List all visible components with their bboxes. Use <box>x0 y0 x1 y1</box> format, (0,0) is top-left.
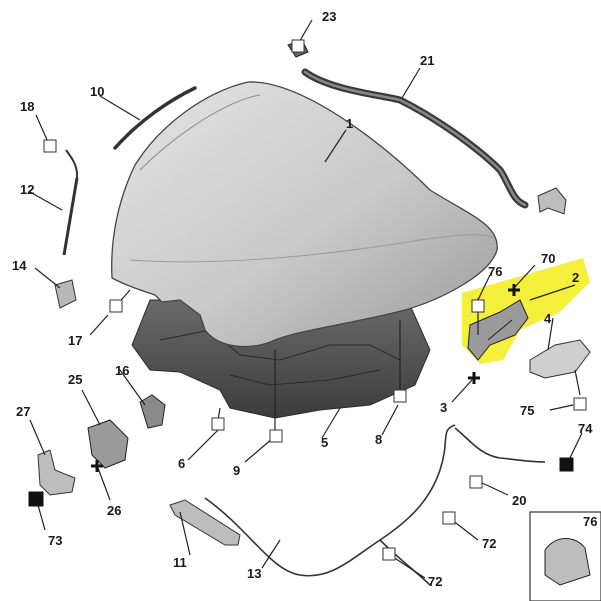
small-bracket <box>139 394 166 429</box>
release-cable <box>204 424 456 577</box>
callout-2: 2 <box>572 270 579 285</box>
callout-3: 3 <box>440 400 447 415</box>
bonnet-crease <box>129 234 496 263</box>
inset-part <box>544 538 591 586</box>
safety-catch <box>37 449 76 496</box>
callout-21: 21 <box>420 53 434 68</box>
plus-markers <box>91 284 520 472</box>
callout-75: 75 <box>520 403 534 418</box>
callout-26: 26 <box>107 503 121 518</box>
callout-25: 25 <box>68 372 82 387</box>
callout-10: 10 <box>90 84 104 99</box>
reference-boxes <box>28 39 587 561</box>
release-cable-2 <box>379 539 431 586</box>
callout-4: 4 <box>544 311 552 326</box>
callout-74: 74 <box>578 421 593 436</box>
callout-73: 73 <box>48 533 62 548</box>
callout-8: 8 <box>375 432 382 447</box>
leader-lines <box>29 19 583 579</box>
prop-rod <box>62 177 79 256</box>
seal-strip <box>113 86 197 150</box>
callout-76: 76 <box>488 264 502 279</box>
hinge-part <box>467 299 529 361</box>
callout-20: 20 <box>512 493 526 508</box>
hinge-part-right <box>529 339 591 379</box>
hood-lock <box>87 419 129 469</box>
callout-12: 12 <box>20 182 34 197</box>
callout-11: 11 <box>173 555 187 570</box>
callout-27: 27 <box>16 404 30 419</box>
bonnet-crease <box>139 94 261 171</box>
prop-rod-end <box>65 149 79 179</box>
cable-bracket <box>169 499 241 546</box>
frame-detail <box>229 369 381 386</box>
callout-9: 9 <box>233 463 240 478</box>
callout-6: 6 <box>178 456 185 471</box>
inset-callout-76: 76 <box>583 514 597 529</box>
bracket-part <box>537 187 567 215</box>
rubber-seal-highlight <box>303 70 527 207</box>
callout-72: 72 <box>482 536 496 551</box>
callout-14: 14 <box>12 258 27 273</box>
callout-17: 17 <box>68 333 82 348</box>
hinge-part-detail <box>487 319 513 341</box>
callout-16: 16 <box>115 363 129 378</box>
callout-1: 1 <box>346 116 353 131</box>
callout-18: 18 <box>20 99 34 114</box>
callout-72-lower: 72 <box>428 574 442 589</box>
callout-70: 70 <box>541 251 555 266</box>
support-bracket <box>54 279 77 309</box>
secondary-cable <box>454 427 546 463</box>
callout-13: 13 <box>247 566 261 581</box>
callout-5: 5 <box>321 435 328 450</box>
callout-23: 23 <box>322 9 336 24</box>
bonnet-panel <box>111 81 498 348</box>
